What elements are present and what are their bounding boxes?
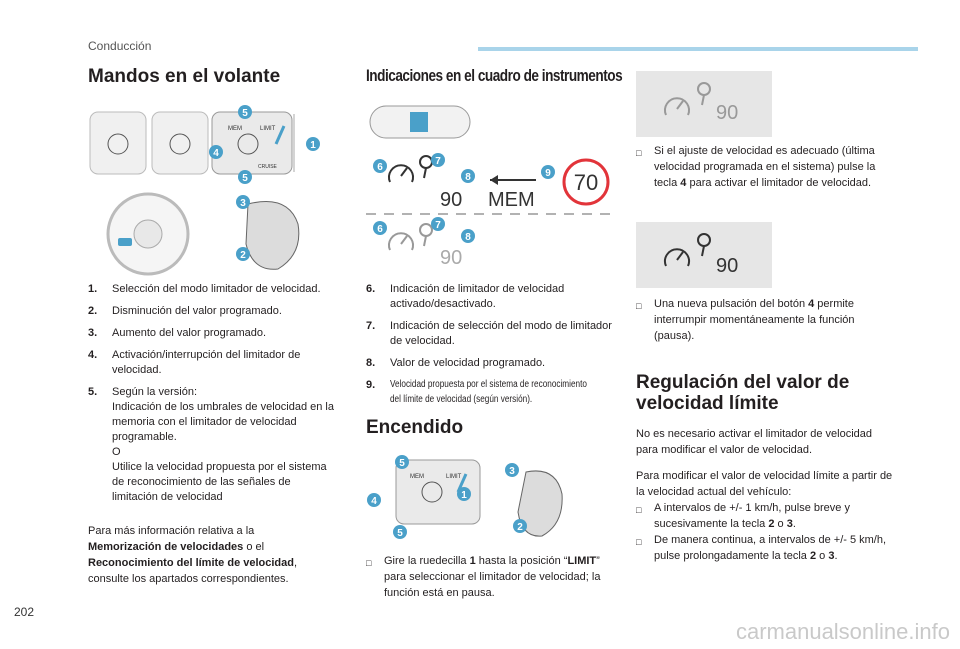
badge-5-top: 5 <box>238 105 252 119</box>
encendido-title: Encendido <box>366 417 464 438</box>
svg-text:3: 3 <box>240 198 246 209</box>
svg-text:4: 4 <box>213 148 219 159</box>
svg-text:3: 3 <box>509 466 515 477</box>
svg-text:1: 1 <box>310 140 316 151</box>
svg-text:2: 2 <box>517 522 523 533</box>
badge-3-enc: 3 <box>505 463 519 477</box>
svg-text:8: 8 <box>465 232 471 243</box>
badge-5-enc: 5 <box>395 455 409 469</box>
controls-list: 1.Selección del modo limitador de veloci… <box>88 282 338 587</box>
list-item: 1.Selección del modo limitador de veloci… <box>88 283 321 295</box>
controls-title: Mandos en el volante <box>88 66 281 87</box>
para-1: No es necesario activar el limitador de … <box>636 428 873 456</box>
section-label: Conducción <box>88 39 152 53</box>
list-item: 7.Indicación de selección del modo de li… <box>366 320 612 347</box>
column-controls: Mandos en el volante <box>88 66 338 100</box>
list-item: del límite de velocidad (según versión). <box>390 394 533 405</box>
svg-text:5: 5 <box>399 458 405 469</box>
limit-text: LIMIT <box>260 126 276 132</box>
badge-5-bottom: 5 <box>238 170 252 184</box>
bullet-step-2: □De manera continua, a intervalos de +/-… <box>636 534 887 562</box>
badge-8: 8 <box>461 169 475 183</box>
column-instruments: Indicaciones en el cuadro de instrumento… <box>366 66 623 86</box>
svg-text:2: 2 <box>240 250 246 261</box>
list-item: 5. Según la versión: Indicación de los u… <box>88 386 334 503</box>
badge-2-enc: 2 <box>513 519 527 533</box>
badge-1-enc: 1 <box>457 487 471 501</box>
limit-text-enc: LIMIT <box>446 474 462 480</box>
svg-text:9: 9 <box>545 168 551 179</box>
badge-6-lower: 6 <box>373 221 387 235</box>
svg-text:4: 4 <box>371 496 377 507</box>
svg-text:8: 8 <box>465 172 471 183</box>
svg-text:7: 7 <box>435 220 441 231</box>
speed-value: 90 <box>440 189 462 211</box>
svg-text:5: 5 <box>397 528 403 539</box>
watermark: carmanualsonline.info <box>735 619 950 644</box>
list-item: 6.Indicación de limitador de velocidad a… <box>366 283 565 310</box>
bullet-icon: □ <box>636 537 642 547</box>
list-item: 9.Velocidad propuesta por el sistema de … <box>366 379 587 391</box>
svg-text:6: 6 <box>377 224 383 235</box>
svg-text:5: 5 <box>242 173 248 184</box>
badge-5b-enc: 5 <box>393 525 407 539</box>
bullet-icon: □ <box>636 505 642 515</box>
svg-text:1: 1 <box>461 490 467 501</box>
page-number: 202 <box>14 605 35 619</box>
badge-7: 7 <box>431 153 445 167</box>
mem-label: MEM <box>488 189 535 211</box>
badge-3: 3 <box>236 195 250 209</box>
bullet-step-1: □A intervalos de +/- 1 km/h, pulse breve… <box>636 502 850 530</box>
speed-sign-value: 70 <box>574 170 598 195</box>
encendido-bullet: □ Gire la ruedecilla 1 hasta la posición… <box>366 555 601 599</box>
instrument-panel-figure: 90 MEM 70 90 6 7 8 9 6 7 8 <box>366 105 616 269</box>
display-panel-top: 90 <box>636 71 772 137</box>
bullet-icon: □ <box>636 301 642 311</box>
badge-4: 4 <box>209 145 223 159</box>
svg-text:5: 5 <box>242 108 248 119</box>
list-item: 2.Disminución del valor programado. <box>88 305 282 317</box>
mem-text: MEM <box>228 126 242 132</box>
note-paragraph: Para más información relativa a la Memor… <box>88 525 298 585</box>
list-item: 3.Aumento del valor programado. <box>88 327 267 339</box>
steering-controls-figure: MEM LIMIT CRUISE 5 1 4 5 3 2 <box>89 105 320 276</box>
svg-text:7: 7 <box>435 156 441 167</box>
speed-value-lower: 90 <box>440 247 462 269</box>
mem-text-enc: MEM <box>410 474 424 480</box>
para-2: Para modificar el valor de velocidad lím… <box>636 470 893 498</box>
bullet-icon: □ <box>636 148 642 158</box>
instruments-title: Indicaciones en el cuadro de instrumento… <box>366 66 623 85</box>
badge-8-lower: 8 <box>461 229 475 243</box>
encendido-figure: MEM LIMIT 5 4 5 1 3 2 <box>367 455 563 539</box>
badge-6: 6 <box>373 159 387 173</box>
panel-speed-mid: 90 <box>716 255 738 277</box>
header-accent-bar <box>478 47 918 51</box>
badge-4-enc: 4 <box>367 493 381 507</box>
instruments-list: 6.Indicación de limitador de velocidad a… <box>366 282 626 438</box>
badge-1: 1 <box>306 137 320 151</box>
badge-7-lower: 7 <box>431 217 445 231</box>
list-item: 8.Valor de velocidad programado. <box>366 357 546 369</box>
badge-2: 2 <box>236 247 250 261</box>
col3-bullet2: □Una nueva pulsación del botón 4 permite… <box>636 298 855 342</box>
list-item: 4.Activación/interrupción del limitador … <box>88 349 301 376</box>
col3-bullet1: □Si el ajuste de velocidad es adecuado (… <box>636 145 876 189</box>
badge-9: 9 <box>541 165 555 179</box>
bullet-icon: □ <box>366 558 372 568</box>
panel-speed-top: 90 <box>716 102 738 124</box>
display-panel-mid: 90 <box>636 222 772 288</box>
svg-text:6: 6 <box>377 162 383 173</box>
cruise-text: CRUISE <box>258 164 278 170</box>
